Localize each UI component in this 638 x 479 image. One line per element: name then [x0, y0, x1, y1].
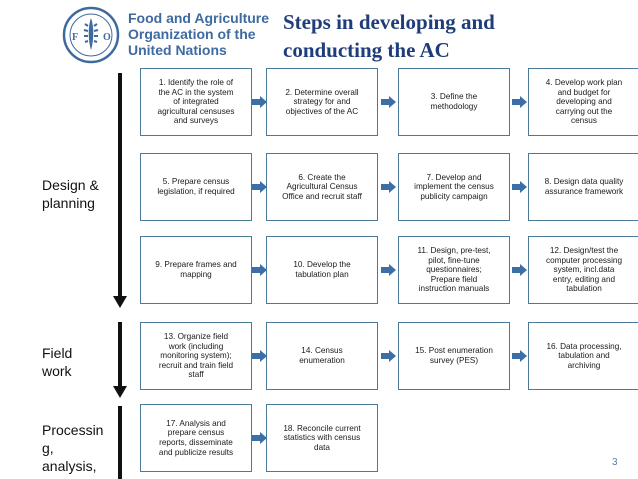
fieldwork-phase-arrowhead — [113, 386, 127, 398]
flow-arrow — [512, 350, 527, 362]
section-label-processing: Processin g, analysis, — [42, 421, 103, 475]
org-line: Food and Agriculture — [128, 10, 270, 26]
section-line: planning — [42, 195, 95, 211]
section-line: Processin — [42, 422, 104, 438]
fao-logo: F O — [62, 6, 120, 64]
flow-arrow — [381, 264, 396, 276]
flow-arrow — [252, 264, 267, 276]
section-label-design: Design & planning — [42, 176, 99, 212]
org-line: Organization of the — [128, 26, 256, 42]
org-line: United Nations — [128, 42, 227, 58]
flow-arrow — [381, 96, 396, 108]
flow-arrow — [512, 264, 527, 276]
section-label-fieldwork: Field work — [42, 344, 72, 380]
page-number: 3 — [612, 457, 618, 468]
flow-arrow — [252, 350, 267, 362]
flow-arrow — [381, 350, 396, 362]
title-line: Steps in developing and — [283, 10, 495, 34]
flow-arrow — [512, 181, 527, 193]
flow-arrow — [252, 432, 267, 444]
section-line: Field — [42, 345, 73, 361]
svg-text:O: O — [103, 32, 111, 43]
svg-text:F: F — [72, 32, 78, 43]
flow-arrow — [512, 96, 527, 108]
section-line: Design & — [42, 177, 99, 193]
title-line: conducting the AC — [283, 38, 450, 62]
flow-arrow — [252, 181, 267, 193]
processing-phase-line — [118, 406, 122, 479]
flow-arrow — [252, 96, 267, 108]
design-phase-arrowhead — [113, 296, 127, 308]
organization-name: Food and Agriculture Organization of the… — [128, 10, 269, 58]
fieldwork-phase-line — [118, 322, 122, 388]
section-line: g, — [42, 440, 54, 456]
flow-arrow — [381, 181, 396, 193]
design-phase-line — [118, 73, 122, 298]
section-line: work — [42, 363, 72, 379]
slide-title: Steps in developing and conducting the A… — [283, 8, 495, 64]
section-line: analysis, — [42, 458, 97, 474]
